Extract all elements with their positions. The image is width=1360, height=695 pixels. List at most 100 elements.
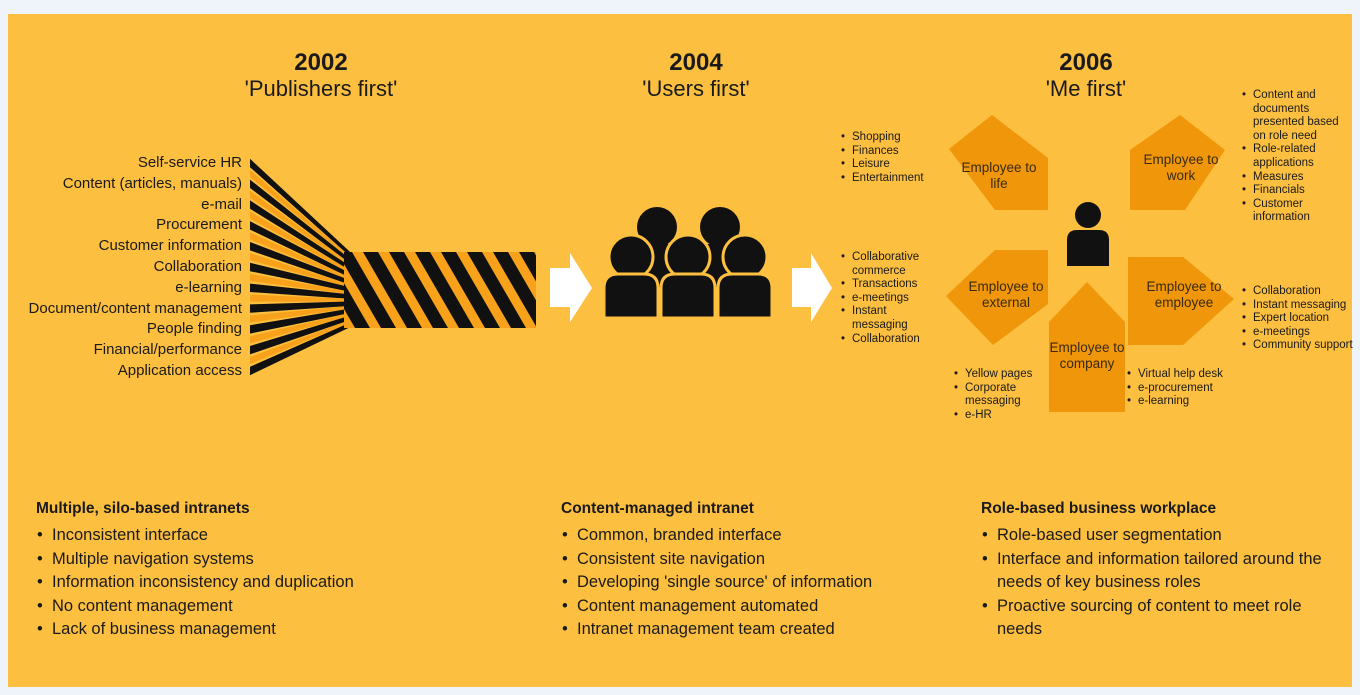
fan-line	[250, 221, 352, 279]
section-list-item: Information inconsistency and duplicatio…	[36, 571, 456, 595]
fan-stripe	[250, 253, 352, 288]
bullet-item: Collaboration	[840, 333, 940, 347]
bullet-item: Corporate messaging	[953, 382, 1045, 409]
bullet-item: Role-related applications	[1241, 143, 1346, 170]
arrow-employee-to-external	[946, 250, 1048, 345]
cable-stripe	[344, 309, 355, 328]
bullet-item: Financials	[1241, 184, 1346, 198]
section-list-item: Role-based user segmentation	[981, 524, 1326, 548]
publishers-list: Self-service HR Content (articles, manua…	[2, 153, 242, 382]
year-2002: 2002	[294, 49, 348, 76]
bullet-item: e-procurement	[1126, 382, 1246, 396]
arrow-label-employee: Employee to employee	[1146, 279, 1222, 310]
cable-stripe	[482, 252, 536, 328]
fan-stripe	[250, 319, 352, 365]
arrow-employee-to-life	[949, 115, 1048, 210]
fan-line	[250, 200, 352, 272]
bullet-item: Content and documents presented based on…	[1241, 89, 1346, 143]
publishers-list-item: Content (articles, manuals)	[62, 174, 242, 192]
bullet-item: Expert location	[1241, 312, 1356, 326]
section-list-item: Developing 'single source' of informatio…	[561, 571, 921, 595]
bullet-item: e-meetings	[840, 292, 940, 306]
section-list-item: Common, branded interface	[561, 524, 921, 548]
bullet-item: Community support	[1241, 339, 1356, 353]
section-list-item: Lack of business management	[36, 618, 456, 642]
arrow-employee-to-employee	[1128, 257, 1234, 345]
me-person-icon	[1067, 202, 1109, 266]
section-list-item: Consistent site navigation	[561, 548, 921, 572]
subtitle-me-first: 'Me first'	[1045, 76, 1127, 101]
bullet-item: Collaboration	[1241, 285, 1356, 299]
bullet-item: Entertainment	[840, 172, 940, 186]
bullets-work: Content and documents presented based on…	[1241, 89, 1346, 225]
fan-stripe	[250, 305, 352, 323]
bullet-item: e-HR	[953, 409, 1045, 423]
publishers-list-item: Self-service HR	[137, 154, 242, 171]
arrow-employee-to-company	[1049, 282, 1125, 412]
fan-line	[250, 242, 352, 286]
section-list: Inconsistent interface Multiple navigati…	[36, 524, 456, 642]
fan-stripe	[250, 312, 352, 344]
fan-line	[250, 321, 352, 376]
section-list-item: Multiple navigation systems	[36, 548, 456, 572]
cable-stripe	[352, 252, 407, 328]
section-list-item: No content management	[36, 595, 456, 619]
bullets-external: Collaborative commerce Transactions e-me…	[840, 251, 940, 346]
role-arrows	[946, 115, 1234, 412]
publishers-list-item: Customer information	[98, 237, 242, 255]
bullet-item: e-meetings	[1241, 326, 1356, 340]
section-list-item: Intranet management team created	[561, 618, 921, 642]
fan-line	[250, 308, 352, 334]
bullets-company-left: Yellow pages Corporate messaging e-HR	[953, 368, 1045, 422]
white-arrow-2	[792, 253, 832, 322]
cable-stripe	[508, 252, 536, 301]
publishers-list-item: Financial/performance	[93, 341, 242, 359]
arrow-label-life: Employee to life	[961, 160, 1037, 191]
cable-stripe	[430, 252, 485, 328]
section-silo-intranets: Multiple, silo-based intranets Inconsist…	[36, 500, 456, 642]
fan-stripe	[250, 273, 352, 295]
person-icon	[659, 233, 717, 320]
users-group-icon	[602, 207, 774, 320]
section-content-managed: Content-managed intranet Common, branded…	[561, 500, 921, 642]
bullets-employee: Collaboration Instant messaging Expert l…	[1241, 285, 1356, 353]
cable-stripe	[344, 264, 381, 328]
bullet-item: Yellow pages	[953, 368, 1045, 382]
publishers-list-item: e-mail	[201, 195, 242, 213]
cable-stripe	[534, 252, 536, 256]
fan-stripe	[250, 211, 352, 275]
fan-stripe	[250, 232, 352, 282]
fan-stripe	[250, 190, 352, 268]
bullet-item: Virtual help desk	[1126, 368, 1246, 382]
bullet-item: Collaborative commerce	[840, 251, 940, 278]
bullet-item: Instant messaging	[840, 305, 940, 332]
subtitle-users-first: 'Users first'	[642, 76, 750, 101]
section-list: Role-based user segmentation Interface a…	[981, 524, 1326, 642]
bullet-item: Transactions	[840, 278, 940, 292]
bullets-life: Shopping Finances Leisure Entertainment	[840, 131, 940, 185]
section-list: Common, branded interface Consistent sit…	[561, 524, 921, 642]
bullet-item: Instant messaging	[1241, 299, 1356, 313]
section-title: Content-managed intranet	[561, 500, 754, 517]
fan-line	[250, 262, 352, 293]
bullets-company-right: Virtual help desk e-procurement e-learni…	[1126, 368, 1246, 409]
section-list-item: Content management automated	[561, 595, 921, 619]
fan-line	[250, 301, 352, 313]
bullet-item: Finances	[840, 145, 940, 159]
arrow-label-work: Employee to work	[1143, 152, 1219, 183]
fan-line	[250, 283, 352, 299]
publishers-list-item: Document/content management	[28, 299, 242, 317]
fan-stripe	[250, 294, 352, 302]
bullet-item: Measures	[1241, 171, 1346, 185]
year-2006: 2006	[1059, 49, 1113, 76]
bullet-item: Shopping	[840, 131, 940, 145]
cable-stripe	[404, 252, 459, 328]
arrow-label-company: Employee to company	[1049, 340, 1125, 371]
publishers-list-item: e-learning	[175, 278, 242, 296]
fan-line	[250, 158, 352, 259]
fan-stripe	[250, 169, 352, 261]
bullet-item: Customer information	[1241, 198, 1346, 225]
section-list-item: Interface and information tailored aroun…	[981, 548, 1326, 595]
person-icon	[602, 233, 660, 320]
bullet-item: e-learning	[1126, 395, 1246, 409]
